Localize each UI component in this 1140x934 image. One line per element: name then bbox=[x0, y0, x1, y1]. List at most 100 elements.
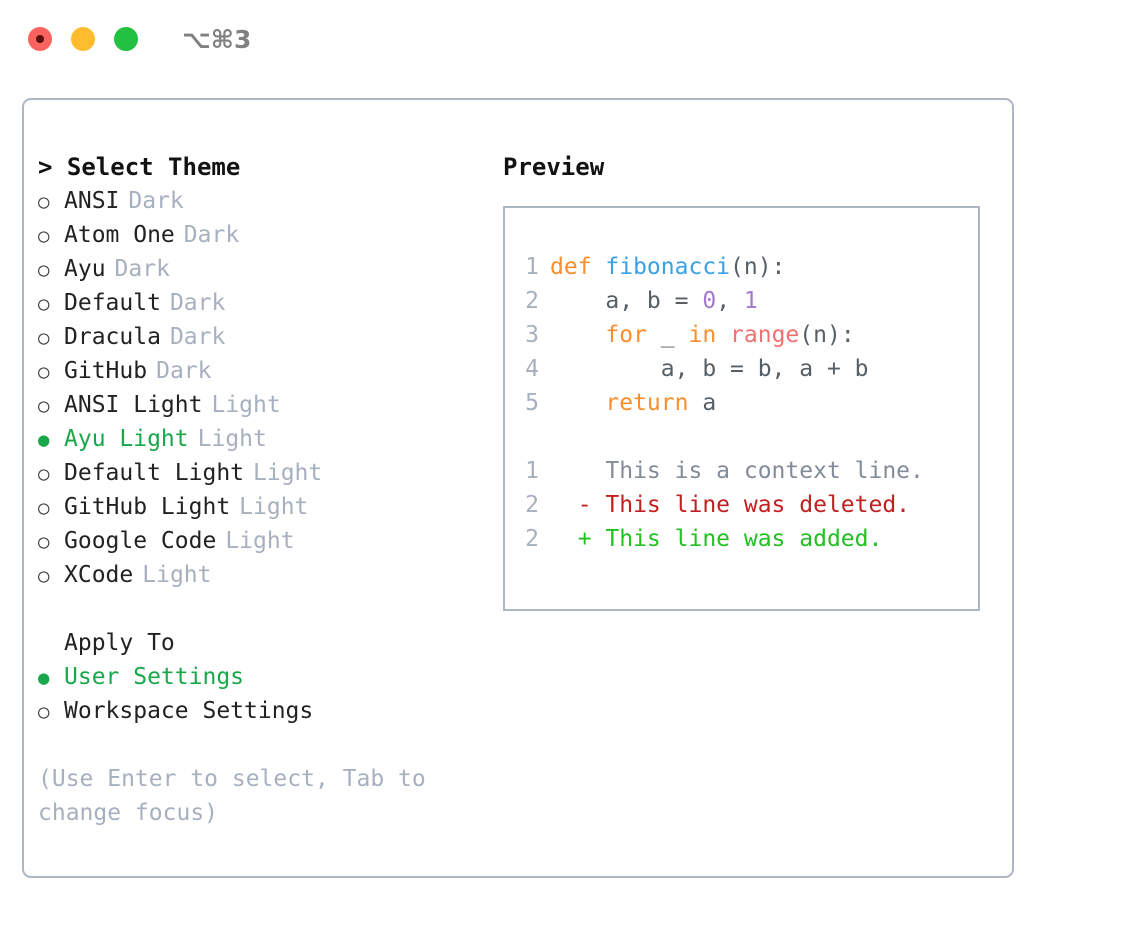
minimize-window-dot[interactable] bbox=[71, 27, 95, 51]
code-token: _ bbox=[646, 322, 689, 348]
theme-option-name: Ayu bbox=[64, 256, 106, 282]
keyboard-shortcut-label: ⌥⌘3 bbox=[182, 24, 252, 54]
theme-option-dracula[interactable]: ○ Dracula Dark bbox=[38, 320, 468, 354]
diff-text: This is a context line. bbox=[550, 458, 924, 484]
theme-option-google-code[interactable]: ○ Google Code Light bbox=[38, 524, 468, 558]
close-window-dot[interactable] bbox=[28, 27, 52, 51]
code-token: 1 bbox=[743, 288, 758, 314]
maximize-window-dot[interactable] bbox=[114, 27, 138, 51]
pane-spacer bbox=[38, 592, 468, 626]
code-token: a, b = b, a + b bbox=[550, 356, 869, 382]
radio-unselected-icon: ○ bbox=[38, 463, 50, 485]
line-number: 3 bbox=[525, 322, 539, 348]
code-token: a, b = bbox=[550, 288, 703, 314]
theme-option-category: Light bbox=[142, 562, 212, 588]
apply-to-heading: Apply To bbox=[64, 630, 175, 656]
theme-option-category: Light bbox=[253, 460, 323, 486]
theme-option-name: GitHub bbox=[64, 358, 148, 384]
traffic-light-dots bbox=[28, 27, 138, 51]
code-token: fibonacci bbox=[605, 254, 731, 280]
theme-option-category: Dark bbox=[169, 290, 226, 316]
code-token bbox=[550, 322, 605, 348]
code-token: return bbox=[605, 390, 689, 416]
radio-unselected-icon: ○ bbox=[38, 531, 50, 553]
code-token: range bbox=[730, 322, 800, 348]
theme-option-category: Light bbox=[211, 392, 281, 418]
radio-unselected-icon: ○ bbox=[38, 361, 50, 383]
theme-option-xcode[interactable]: ○ XCode Light bbox=[38, 558, 468, 592]
theme-option-name: Atom One bbox=[64, 222, 175, 248]
code-line: 2 a, b = 0, 1 bbox=[523, 284, 978, 318]
theme-option-category: Dark bbox=[156, 358, 212, 384]
code-token: , bbox=[716, 288, 744, 314]
apply-to-option-workspace-settings[interactable]: ○Workspace Settings bbox=[38, 694, 468, 728]
diff-sample: 1 This is a context line. 2 - This line w… bbox=[523, 454, 978, 556]
line-number: 1 bbox=[525, 458, 539, 484]
radio-unselected-icon: ○ bbox=[38, 565, 50, 587]
code-line: 5 return a bbox=[523, 386, 978, 420]
radio-unselected-icon: ○ bbox=[38, 395, 50, 417]
preview-heading: Preview bbox=[503, 153, 605, 181]
title-bar: ⌥⌘3 bbox=[0, 0, 1140, 78]
code-line: 4 a, b = b, a + b bbox=[523, 352, 978, 386]
close-dot-inner bbox=[36, 35, 44, 43]
code-token: a bbox=[688, 390, 717, 416]
diff-line-add: 2 + This line was added. bbox=[523, 522, 978, 556]
code-token bbox=[550, 390, 605, 416]
diff-text: + This line was added. bbox=[550, 526, 883, 552]
keyboard-hint-text: (Use Enter to select, Tab to change focu… bbox=[38, 766, 440, 826]
theme-option-category: Light bbox=[197, 426, 267, 452]
radio-unselected-icon: ○ bbox=[38, 497, 50, 519]
radio-unselected-icon: ○ bbox=[38, 327, 50, 349]
code-line bbox=[523, 420, 978, 454]
code-token: (n): bbox=[730, 254, 786, 280]
line-number: 2 bbox=[525, 492, 539, 518]
theme-option-category: Light bbox=[225, 528, 295, 554]
line-number: 1 bbox=[525, 254, 539, 280]
theme-option-name: Ayu Light bbox=[64, 426, 189, 452]
apply-to-option-user-settings[interactable]: ●User Settings bbox=[38, 660, 468, 694]
radio-unselected-icon: ○ bbox=[38, 225, 50, 247]
radio-unselected-icon: ○ bbox=[38, 293, 50, 315]
line-number: 2 bbox=[525, 288, 539, 314]
theme-option-category: Dark bbox=[169, 324, 226, 350]
code-token: 0 bbox=[702, 288, 717, 314]
apply-to-option-label: User Settings bbox=[64, 664, 245, 690]
radio-unselected-icon: ○ bbox=[38, 701, 50, 723]
theme-option-github[interactable]: ○ GitHub Dark bbox=[38, 354, 468, 388]
theme-option-name: Dracula bbox=[64, 324, 161, 350]
code-line: 3 for _ in range(n): bbox=[523, 318, 978, 352]
theme-option-default-light[interactable]: ○ Default Light Light bbox=[38, 456, 468, 490]
line-number: 2 bbox=[525, 526, 539, 552]
diff-text: - This line was deleted. bbox=[550, 492, 911, 518]
theme-option-name: Default Light bbox=[64, 460, 245, 486]
theme-option-ayu-light[interactable]: ● Ayu Light Light bbox=[38, 422, 468, 456]
code-token: for bbox=[605, 322, 647, 348]
apply-to-option-list: ●User Settings○Workspace Settings bbox=[38, 660, 468, 728]
theme-option-name: Google Code bbox=[64, 528, 217, 554]
radio-unselected-icon: ○ bbox=[38, 259, 50, 281]
select-theme-heading: > Select Theme bbox=[38, 153, 241, 181]
line-number: 5 bbox=[525, 390, 539, 416]
code-token: def bbox=[550, 254, 606, 280]
radio-selected-icon: ● bbox=[38, 429, 50, 451]
theme-option-name: XCode bbox=[64, 562, 134, 588]
theme-option-category: Dark bbox=[128, 188, 184, 214]
line-number: 4 bbox=[525, 356, 539, 382]
code-token: (n): bbox=[799, 322, 855, 348]
code-token bbox=[716, 322, 730, 348]
code-token: in bbox=[688, 322, 717, 348]
